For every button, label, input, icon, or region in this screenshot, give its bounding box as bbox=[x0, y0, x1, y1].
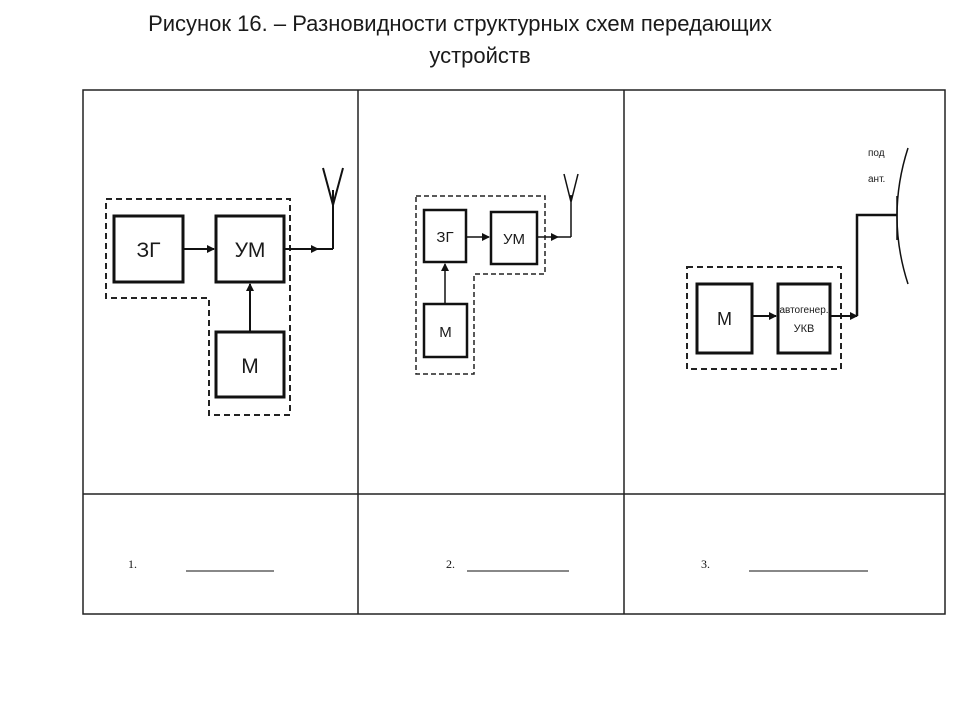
scheme-3-m-label: М bbox=[717, 309, 732, 329]
scheme-3-dashed-outline bbox=[686, 266, 842, 370]
scheme-3-gen-block bbox=[776, 282, 832, 355]
table-border bbox=[82, 89, 946, 615]
scheme-3-gen-label-line2: УКВ bbox=[794, 323, 815, 335]
scheme-1-m-block bbox=[214, 330, 286, 399]
scheme-2-m-label: М bbox=[439, 324, 452, 341]
figure-title-line1: Рисунок 16. – Разновидности структурных … bbox=[148, 11, 772, 36]
scheme-2-dashed-outline bbox=[415, 195, 546, 375]
scheme-2-m-block bbox=[422, 302, 469, 359]
scheme-2-um-block bbox=[489, 210, 539, 266]
scheme-1: ЗГ УМ М bbox=[105, 167, 344, 416]
figure-title-line2: устройств bbox=[429, 43, 531, 68]
scheme-3-gen-label-line1: автогенер. bbox=[779, 305, 828, 316]
scheme-2-antenna-icon bbox=[563, 173, 579, 237]
answer-3-number: 3. bbox=[701, 557, 710, 571]
figure-title: Рисунок 16. – Разновидности структурных … bbox=[40, 8, 920, 72]
scheme-1-zg-label: ЗГ bbox=[136, 239, 160, 262]
scheme-1-um-label: УМ bbox=[235, 239, 266, 262]
scheme-1-dashed-outline bbox=[105, 198, 291, 416]
scheme-3-dish-antenna-icon bbox=[896, 147, 909, 285]
scheme-1-m-label: М bbox=[241, 355, 259, 378]
table-grid bbox=[82, 89, 946, 615]
scheme-3-antenna-label-line2: ант. bbox=[868, 174, 885, 185]
scheme-1-antenna-icon bbox=[322, 167, 344, 249]
scheme-2-zg-label: ЗГ bbox=[436, 229, 453, 246]
scheme-3-antenna-label-line1: под bbox=[868, 148, 885, 159]
scheme-1-um-block bbox=[214, 214, 286, 284]
answer-2-number: 2. bbox=[446, 557, 455, 571]
answer-row: 1. 2. 3. bbox=[128, 557, 868, 572]
scheme-3: М автогенер. УКВ под ант. bbox=[686, 147, 909, 370]
scheme-3-feed-line bbox=[855, 213, 897, 316]
scheme-2: ЗГ УМ М bbox=[415, 173, 579, 375]
scheme-2-zg-block bbox=[422, 208, 468, 264]
answer-1-number: 1. bbox=[128, 557, 137, 571]
scheme-3-m-block bbox=[695, 282, 754, 355]
scheme-2-um-label: УМ bbox=[503, 231, 525, 248]
